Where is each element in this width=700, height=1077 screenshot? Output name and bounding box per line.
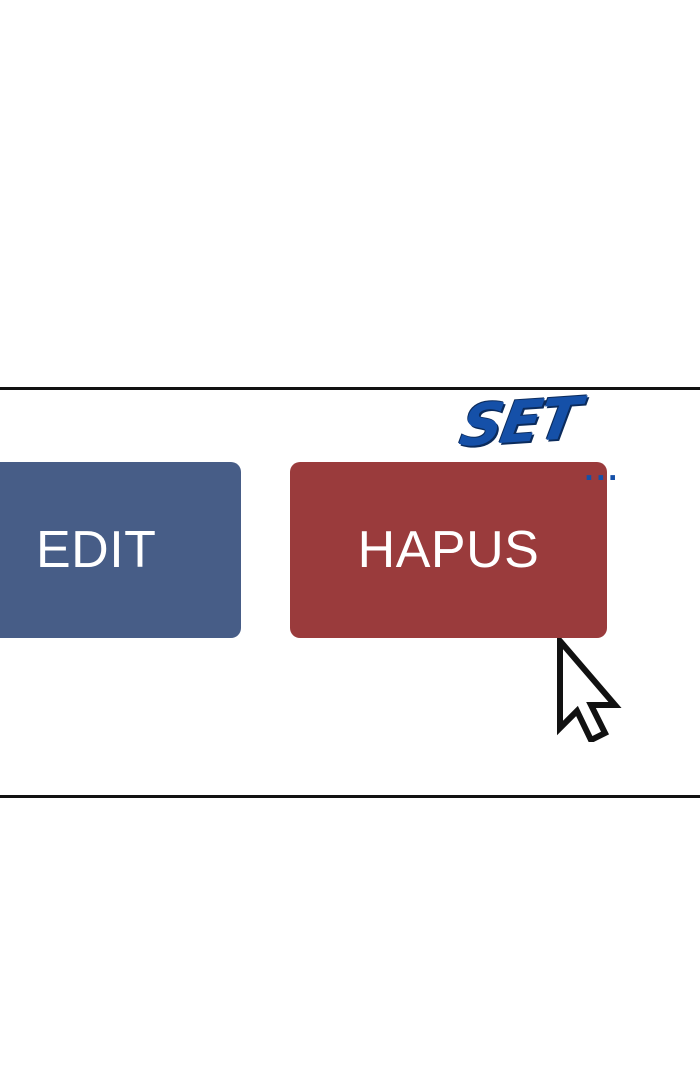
delete-button[interactable]: HAPUS	[290, 462, 607, 638]
sound-effect-text: SET	[455, 384, 584, 460]
delete-button-label: HAPUS	[357, 521, 540, 579]
sound-effect-trail: ...	[584, 457, 620, 487]
click-sound-effect: SET ...	[455, 384, 622, 493]
edit-button[interactable]: EDIT	[0, 462, 241, 638]
mouse-pointer-icon	[557, 638, 622, 742]
edit-button-label: EDIT	[36, 521, 157, 579]
